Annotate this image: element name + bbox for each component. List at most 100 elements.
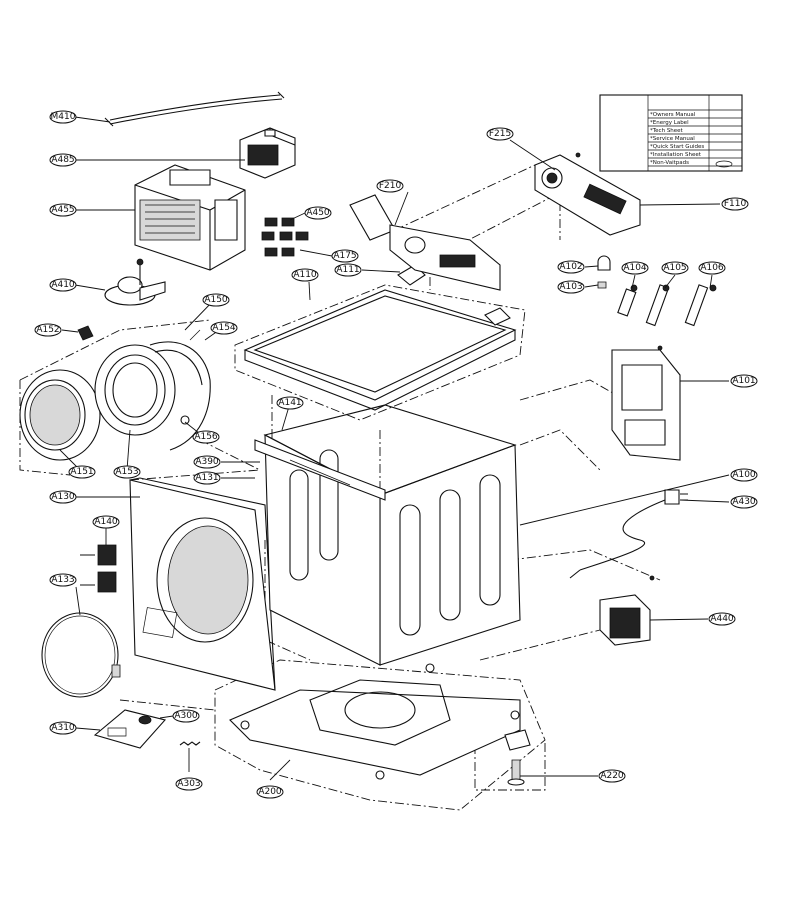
valve-a106 <box>685 285 717 326</box>
callout-a310: A310 <box>49 721 77 735</box>
callout-label: A105 <box>663 263 686 273</box>
clamp-ring-a133 <box>42 613 120 697</box>
callout-a303: A303 <box>175 777 203 791</box>
callout-a450: A450 <box>304 206 332 220</box>
callout-label: A410 <box>51 280 75 290</box>
callout-label: F215 <box>489 129 511 139</box>
callout-label: A220 <box>600 771 624 781</box>
callout-label: A430 <box>732 497 756 507</box>
callout-a103: A103 <box>557 280 585 294</box>
callout-a130: A130 <box>49 490 77 504</box>
callout-a100: A100 <box>730 468 758 482</box>
callout-a156: A156 <box>192 430 220 444</box>
cabinet-a100 <box>255 405 520 665</box>
callout-a485: A485 <box>49 153 77 167</box>
callout-label: A310 <box>51 723 75 733</box>
display-pcb-f110 <box>535 152 640 235</box>
callout-label: A104 <box>623 263 647 273</box>
pcb-module-a485 <box>240 128 295 178</box>
door-latch-a140 <box>80 545 116 592</box>
callout-a111: A111 <box>334 263 362 277</box>
valve-a104 <box>618 284 638 316</box>
callout-a220: A220 <box>598 769 626 783</box>
callout-a455: A455 <box>49 203 77 217</box>
callout-a151: A151 <box>68 465 96 479</box>
callout-a390: A390 <box>193 455 221 469</box>
callout-a152: A152 <box>34 323 62 337</box>
callout-a106: A106 <box>698 261 726 275</box>
front-panel-a130 <box>130 478 275 690</box>
top-plate-a110 <box>245 290 515 410</box>
callout-labels: M410 A485 A455 A450 A175 A410 A150 A152 … <box>34 110 758 799</box>
callout-label: A141 <box>278 398 301 408</box>
power-cord-a430 <box>570 490 688 578</box>
leveling-foot-a220 <box>505 730 530 785</box>
callout-label: A151 <box>70 467 93 477</box>
callout-label: A154 <box>212 323 236 333</box>
callout-f210: F210 <box>376 179 404 193</box>
callout-a410: A410 <box>49 278 77 292</box>
parts-legend-table: *Owners Manual *Energy Label *Tech Sheet… <box>599 94 743 172</box>
callout-label: A175 <box>333 251 356 261</box>
callout-label: A450 <box>306 208 330 218</box>
legend-row: *Energy Label <box>650 120 689 126</box>
callout-label: A455 <box>51 205 74 215</box>
callout-a153: A153 <box>113 465 141 479</box>
callout-a104: A104 <box>621 261 649 275</box>
filter-cover-a310 <box>95 710 165 748</box>
callout-f215: F215 <box>486 127 514 141</box>
callout-label: A153 <box>115 467 138 477</box>
callout-label: A101 <box>732 376 755 386</box>
callout-label: A485 <box>51 155 74 165</box>
callout-a300: A300 <box>172 709 200 723</box>
wire-harness-m410 <box>105 92 284 126</box>
legend-row: *Service Manual <box>650 136 695 142</box>
callout-a102: A102 <box>557 260 585 274</box>
legend-row: *Installation Sheet <box>650 152 702 158</box>
noise-filter-a440 <box>600 575 655 645</box>
callout-a154: A154 <box>210 321 238 335</box>
callout-label: A303 <box>177 779 200 789</box>
base-frame-a200 <box>230 663 520 780</box>
callout-label: A110 <box>293 270 317 280</box>
pump-motor-a410 <box>105 258 165 305</box>
callout-a440: A440 <box>708 612 736 626</box>
callout-label: F110 <box>724 199 747 209</box>
callout-label: A111 <box>336 265 359 275</box>
callout-label: A103 <box>559 282 582 292</box>
callout-label: A152 <box>36 325 59 335</box>
callout-label: A200 <box>258 787 282 797</box>
callout-label: A140 <box>94 517 118 527</box>
clip-a103 <box>598 282 606 288</box>
callout-label: M410 <box>51 112 76 122</box>
callout-a430: A430 <box>730 495 758 509</box>
callout-a101: A101 <box>730 374 758 388</box>
callout-label: A156 <box>194 432 218 442</box>
callout-a150: A150 <box>202 293 230 307</box>
callout-m410: M410 <box>49 110 77 124</box>
main-pcb-assembly-a455 <box>135 165 245 270</box>
callout-label: A150 <box>204 295 228 305</box>
callout-a175: A175 <box>331 249 359 263</box>
legend-row: *Owners Manual <box>650 112 696 118</box>
valve-a105 <box>646 285 670 326</box>
callout-a133: A133 <box>49 573 77 587</box>
callout-a110: A110 <box>291 268 319 282</box>
callout-label: A130 <box>51 492 75 502</box>
door-hinge-a152 <box>78 326 93 340</box>
callout-label: A133 <box>51 575 74 585</box>
callout-a140: A140 <box>92 515 120 529</box>
legend-row: *Non-Vaitpads <box>650 160 689 166</box>
door-frame-a153 <box>95 345 175 435</box>
callout-label: A300 <box>174 711 198 721</box>
callout-a105: A105 <box>661 261 689 275</box>
door-assembly-a151 <box>20 370 100 460</box>
legend-row: *Tech Sheet <box>650 128 684 134</box>
rear-cover-a101 <box>612 345 680 460</box>
callout-label: A131 <box>195 473 218 483</box>
callout-label: A106 <box>700 263 724 273</box>
callout-label: F210 <box>379 181 402 191</box>
callout-a141: A141 <box>276 396 304 410</box>
callout-label: A390 <box>195 457 219 467</box>
callout-a200: A200 <box>256 785 284 799</box>
